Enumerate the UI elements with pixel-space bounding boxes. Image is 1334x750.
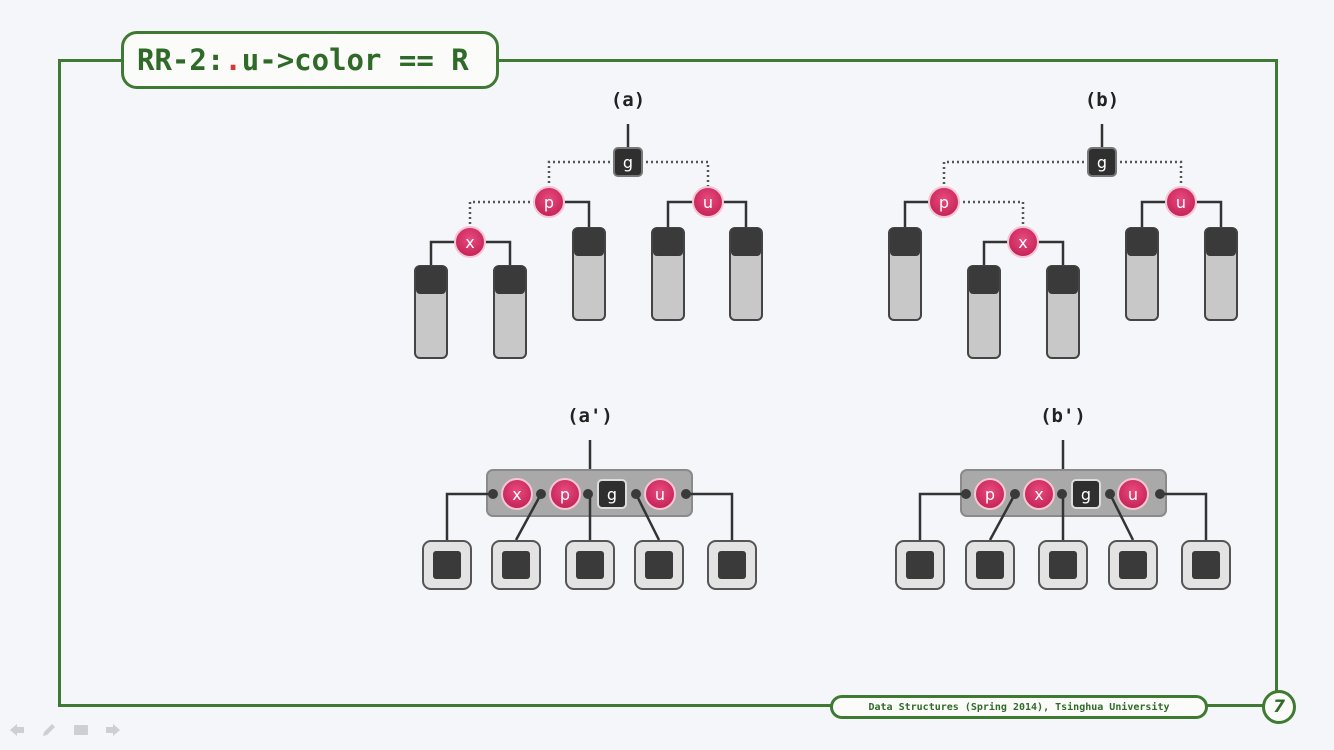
- node-label: g: [607, 485, 617, 504]
- subtree: [493, 265, 527, 359]
- subtree: [888, 227, 922, 321]
- title-condition: u->color == R: [241, 43, 469, 77]
- node-label: p: [985, 485, 995, 504]
- slide-frame: [58, 59, 1278, 707]
- node-g-black: g: [1087, 147, 1117, 177]
- node-x-red: x: [1007, 226, 1039, 258]
- panel-b: (b): [888, 89, 1238, 359]
- node-label: p: [544, 193, 554, 212]
- panel-a-prime: (a') x p g u: [422, 405, 757, 590]
- slide-title: RR-2 :.u->color == R: [121, 31, 499, 89]
- subtree: [651, 227, 685, 321]
- node-label: u: [1176, 193, 1186, 212]
- leaf-subtree: [491, 540, 541, 590]
- node-g-black: g: [597, 479, 627, 509]
- leaf-subtree: [634, 540, 684, 590]
- node-p-red: p: [928, 186, 960, 218]
- subtree: [729, 227, 763, 321]
- panel-label-a-prime: (a'): [567, 405, 613, 427]
- node-label: x: [512, 485, 521, 504]
- footer-course-label: Data Structures (Spring 2014), Tsinghua …: [830, 695, 1208, 719]
- leaf-subtree: [707, 540, 757, 590]
- node-label: u: [703, 193, 713, 212]
- panel-b-prime: (b') p x g u: [895, 405, 1231, 590]
- node-label: g: [1081, 485, 1091, 504]
- leaf-subtree: [1108, 540, 1158, 590]
- prev-icon[interactable]: [8, 722, 26, 738]
- title-prefix: RR-2: [137, 43, 207, 77]
- leaf-subtree: [1181, 540, 1231, 590]
- node-g-black: g: [613, 147, 643, 177]
- page-number: 7: [1262, 690, 1296, 724]
- subtree: [1204, 227, 1238, 321]
- pen-icon[interactable]: [40, 722, 58, 738]
- node-x-red: x: [501, 478, 533, 510]
- subtree: [967, 265, 1001, 359]
- subtree: [1125, 227, 1159, 321]
- node-label: g: [1097, 153, 1107, 172]
- slide-nav-controls: [8, 722, 122, 738]
- panel-label-b-prime: (b'): [1040, 405, 1086, 427]
- subtree: [414, 265, 448, 359]
- title-dot: .: [224, 43, 242, 77]
- node-p-red: p: [549, 478, 581, 510]
- leaf-subtree: [1038, 540, 1088, 590]
- node-p-red: p: [533, 186, 565, 218]
- subtree: [572, 227, 606, 321]
- node-label: p: [939, 193, 949, 212]
- node-label: x: [1034, 485, 1043, 504]
- node-u-red: u: [644, 478, 676, 510]
- node-label: u: [655, 485, 665, 504]
- leaf-subtree: [895, 540, 945, 590]
- node-g-black: g: [1071, 479, 1101, 509]
- node-label: g: [623, 153, 633, 172]
- panel-label-b: (b): [1085, 89, 1119, 111]
- node-p-red: p: [974, 478, 1006, 510]
- title-separator: :: [206, 43, 225, 77]
- node-x-red: x: [1023, 478, 1055, 510]
- leaf-subtree: [422, 540, 472, 590]
- leaf-subtree: [965, 540, 1015, 590]
- panel-a: (a): [414, 89, 763, 359]
- node-u-red: u: [692, 186, 724, 218]
- node-u-red: u: [1117, 478, 1149, 510]
- node-u-red: u: [1165, 186, 1197, 218]
- node-x-red: x: [454, 226, 486, 258]
- node-label: x: [465, 233, 474, 252]
- node-label: x: [1018, 233, 1027, 252]
- panel-label-a: (a): [611, 89, 645, 111]
- node-label: p: [560, 485, 570, 504]
- node-label: u: [1128, 485, 1138, 504]
- subtree: [1046, 265, 1080, 359]
- next-icon[interactable]: [104, 722, 122, 738]
- menu-icon[interactable]: [72, 722, 90, 738]
- leaf-subtree: [565, 540, 615, 590]
